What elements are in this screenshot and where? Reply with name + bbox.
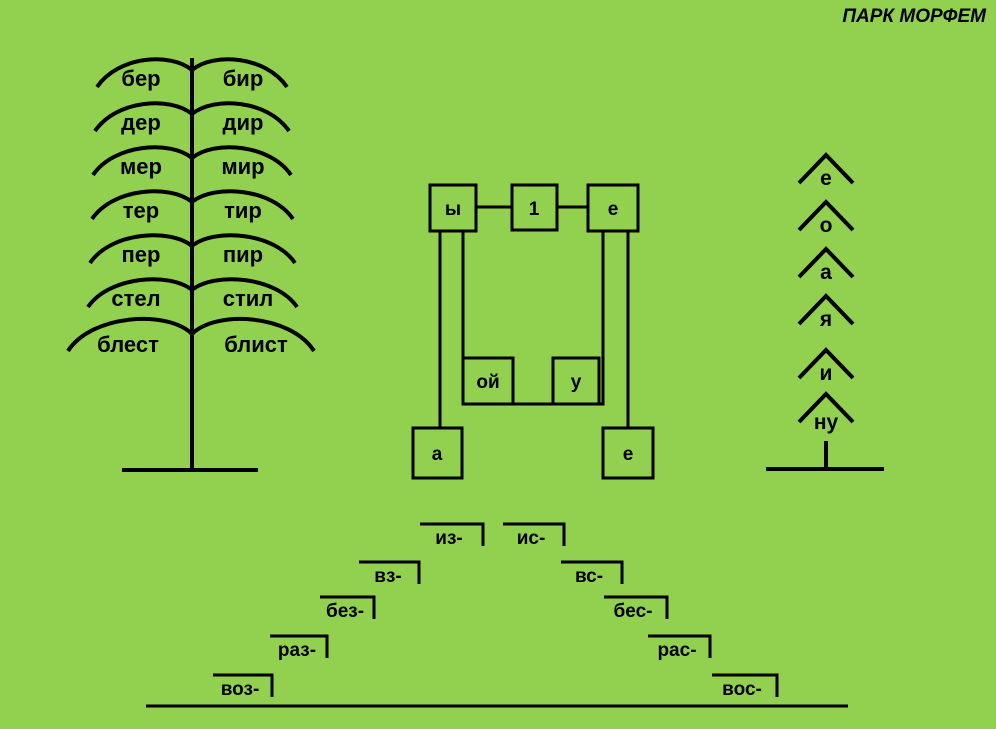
swing-box xyxy=(601,426,655,480)
tree-branch-right xyxy=(190,189,295,221)
page-title: ПАРК МОРФЕМ xyxy=(842,6,987,27)
fir-chevron xyxy=(797,199,855,232)
tree-branch-right xyxy=(190,277,299,309)
fir-chevron xyxy=(797,347,855,380)
fir-chevron xyxy=(797,152,855,185)
swing-box xyxy=(428,183,478,233)
prefix-left: вз- xyxy=(374,566,401,587)
vowel-swing xyxy=(411,183,655,480)
tree-root-left: дер xyxy=(121,110,161,135)
tree-branch-right xyxy=(190,317,316,353)
suffix-fir-tree xyxy=(766,152,884,471)
swing-box xyxy=(586,183,640,233)
prefix-right: рас- xyxy=(657,640,696,661)
swing-vowel: у xyxy=(571,372,582,393)
stair-step xyxy=(648,634,712,658)
stair-step xyxy=(213,673,274,697)
swing-vowel: 1 xyxy=(529,199,540,220)
fir-letter: о xyxy=(820,214,833,237)
stair-step xyxy=(503,522,566,546)
prefix-left: без- xyxy=(326,601,364,622)
tree-branch-left xyxy=(86,277,194,309)
tree-branch-right xyxy=(190,57,289,89)
stairs-labels: воз- раз- без- вз- из- ис- вс- бес- рас-… xyxy=(221,528,762,700)
tree-root-right: мир xyxy=(221,154,264,179)
fir-labels: е о а я и ну xyxy=(814,167,839,434)
tree-branch-right xyxy=(190,145,293,177)
prefix-right: вс- xyxy=(575,566,603,587)
tree-root-left: бер xyxy=(121,66,160,91)
fir-chevron xyxy=(797,293,855,326)
tree-root-left: тер xyxy=(123,198,159,223)
fir-chevron xyxy=(797,391,855,424)
fir-letter: ну xyxy=(814,411,839,434)
tree-root-left: мер xyxy=(120,154,162,179)
swing-labels: ы 1 е ой у а е xyxy=(432,199,634,465)
tree-root-left: блест xyxy=(97,332,159,357)
tree-root-right: пир xyxy=(223,242,263,267)
prefix-left: из- xyxy=(435,528,462,549)
prefix-right: ис- xyxy=(517,528,546,549)
tree-branch-left xyxy=(66,317,194,353)
swing-vowel: ы xyxy=(445,199,461,220)
tree-root-right: блист xyxy=(224,332,288,357)
tree-root-right: дир xyxy=(223,110,264,135)
fir-letter: а xyxy=(820,261,832,284)
fir-letter: и xyxy=(820,362,833,385)
prefix-right: бес- xyxy=(614,601,653,622)
stair-step xyxy=(604,595,669,619)
swing-ropes xyxy=(461,231,605,406)
prefix-left: раз- xyxy=(278,640,316,661)
tree-branch-right xyxy=(190,233,297,265)
tree-branch-left xyxy=(90,189,194,221)
fir-letter: е xyxy=(820,167,832,190)
fir-chevron xyxy=(797,246,855,279)
tree-labels: бер бир дер дир мер мир тер тир пер пир … xyxy=(97,66,288,357)
stair-step xyxy=(320,595,376,619)
tree-root-right: стил xyxy=(223,286,274,311)
fir-letter: я xyxy=(819,308,832,331)
tree-root-right: бир xyxy=(223,66,264,91)
prefix-stairs xyxy=(146,522,848,708)
swing-vowel: а xyxy=(432,444,443,465)
swing-vowel: е xyxy=(608,199,619,220)
prefix-left: воз- xyxy=(221,679,260,700)
tree-root-left: стел xyxy=(111,286,160,311)
tree-root-left: пер xyxy=(122,242,161,267)
stair-step xyxy=(712,673,779,697)
swing-vowel: ой xyxy=(476,372,499,393)
stair-step xyxy=(561,560,624,584)
swing-box xyxy=(510,183,559,232)
prefix-right: вос- xyxy=(722,679,762,700)
stair-step xyxy=(420,522,485,546)
swing-box xyxy=(551,356,601,406)
tree-root-right: тир xyxy=(224,198,262,223)
root-tree xyxy=(66,57,316,472)
tree-branch-left xyxy=(93,101,194,133)
swing-box xyxy=(461,356,515,406)
tree-branch-left xyxy=(91,145,194,177)
tree-branch-left xyxy=(88,233,194,265)
tree-branch-right xyxy=(190,101,291,133)
swing-box xyxy=(411,426,464,480)
stair-step xyxy=(270,634,329,658)
stair-step xyxy=(359,560,421,584)
swing-vowel: е xyxy=(623,444,634,465)
tree-branch-left xyxy=(95,57,194,89)
